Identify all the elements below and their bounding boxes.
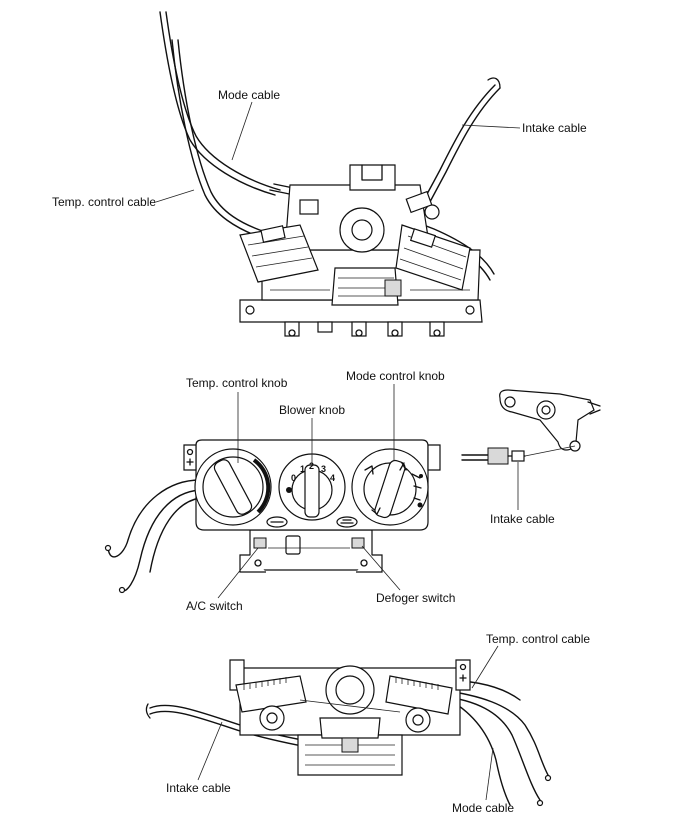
top-assembly: [159, 11, 501, 337]
defrost-icon: [411, 473, 422, 501]
intake-lever: [461, 389, 601, 465]
leader-ac-switch: [217, 547, 259, 599]
floor-vent-icon: [371, 507, 381, 515]
defrost-button[interactable]: [336, 516, 358, 528]
label-mode-cable-top: Mode cable: [218, 88, 281, 102]
leader-temp-cable-bottom: [471, 645, 499, 689]
face-vent-icon: [364, 465, 374, 475]
temp-control-knob[interactable]: [212, 458, 253, 517]
mode-cable-line: [159, 11, 276, 196]
blower-pos-1: 1: [300, 464, 305, 474]
label-intake-cable-bottom: Intake cable: [166, 781, 231, 795]
blower-pos-2: 2: [309, 461, 314, 471]
leader-mode-cable: [231, 101, 253, 161]
leader-temp-cable: [155, 189, 195, 203]
label-temp-control-cable-bottom: Temp. control cable: [486, 632, 591, 646]
bottom-assembly: [145, 659, 552, 807]
intake-cable-line-outer: [423, 87, 501, 214]
blower-pos-4: 4: [330, 473, 335, 483]
label-temp-control-cable-top: Temp. control cable: [52, 195, 157, 209]
mode-control-knob[interactable]: [373, 459, 406, 519]
ac-switch-body[interactable]: [253, 537, 267, 549]
leader-intake-cable-bottom: [197, 721, 223, 781]
fan-icon: [286, 487, 292, 493]
label-temp-control-knob: Temp. control knob: [186, 376, 288, 390]
label-defoger-switch: Defoger switch: [376, 591, 456, 605]
control-panel: [104, 439, 441, 594]
label-intake-cable-mid: Intake cable: [490, 512, 555, 526]
temp-cable-line: [171, 39, 263, 239]
label-intake-cable-top: Intake cable: [522, 121, 587, 135]
label-mode-control-knob: Mode control knob: [346, 369, 445, 383]
defoger-switch-body[interactable]: [351, 537, 365, 549]
label-ac-switch: A/C switch: [186, 599, 243, 613]
intake-lever-arm: [499, 389, 595, 451]
temp-cable-line-outer: [177, 39, 269, 234]
leader-mode-cable-bottom: [485, 747, 494, 801]
blower-pos-3: 3: [321, 464, 326, 474]
label-mode-cable-bottom: Mode cable: [452, 801, 515, 815]
leader-defoger-switch: [361, 545, 401, 591]
label-blower-knob: Blower knob: [279, 403, 346, 417]
blower-pos-0: 0: [291, 473, 296, 483]
leader-intake-cable: [461, 124, 521, 129]
